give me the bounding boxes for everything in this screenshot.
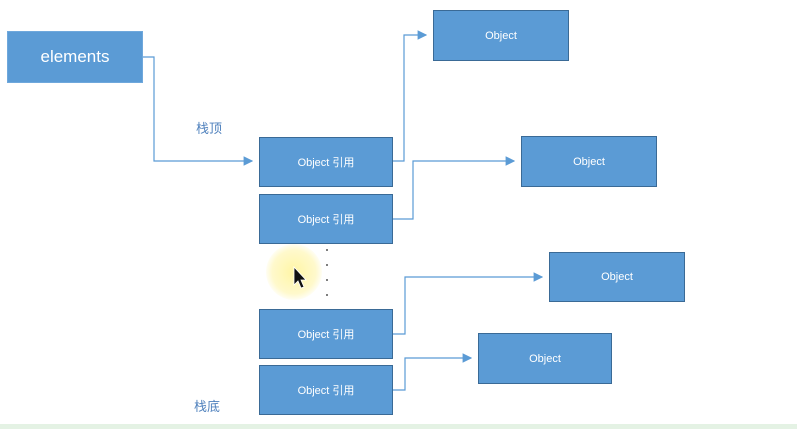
stack-ref-label: Object 引用 — [297, 385, 355, 397]
object-box: Object — [478, 333, 612, 384]
ellipsis-dot — [326, 294, 328, 296]
object-box: Object — [433, 10, 569, 61]
arrow-ref3-to-object3 — [393, 272, 544, 335]
stack-ref-box: Object 引用 — [259, 365, 393, 415]
object-label: Object — [601, 271, 633, 283]
elements-box: elements — [8, 32, 142, 82]
object-box: Object — [549, 252, 685, 302]
arrow-elements-to-top — [142, 56, 254, 166]
stack-ref-label: Object 引用 — [297, 329, 355, 341]
stack-bottom-label: 栈底 — [194, 399, 221, 414]
ellipsis-dot — [326, 279, 328, 281]
elements-label: elements — [40, 47, 110, 66]
stack-top-label: 栈顶 — [196, 121, 223, 136]
object-label: Object — [485, 29, 517, 42]
stack-ref-label: Object 引用 — [297, 157, 355, 169]
stack-ref-box: Object 引用 — [259, 137, 393, 187]
bottom-bar — [0, 424, 797, 429]
stack-ref-label: Object 引用 — [297, 214, 355, 226]
ellipsis-dot — [326, 249, 328, 251]
arrow-ref2-to-object2 — [393, 156, 516, 220]
mouse-pointer-icon — [293, 265, 307, 289]
object-label: Object — [529, 352, 561, 365]
arrow-ref1-to-object1 — [393, 30, 428, 162]
object-box: Object — [521, 136, 657, 187]
stack-ref-box: Object 引用 — [259, 194, 393, 244]
arrow-ref4-to-object4 — [393, 353, 473, 391]
object-label: Object — [573, 155, 605, 168]
stack-ref-box: Object 引用 — [259, 309, 393, 359]
ellipsis-dot — [326, 264, 328, 266]
